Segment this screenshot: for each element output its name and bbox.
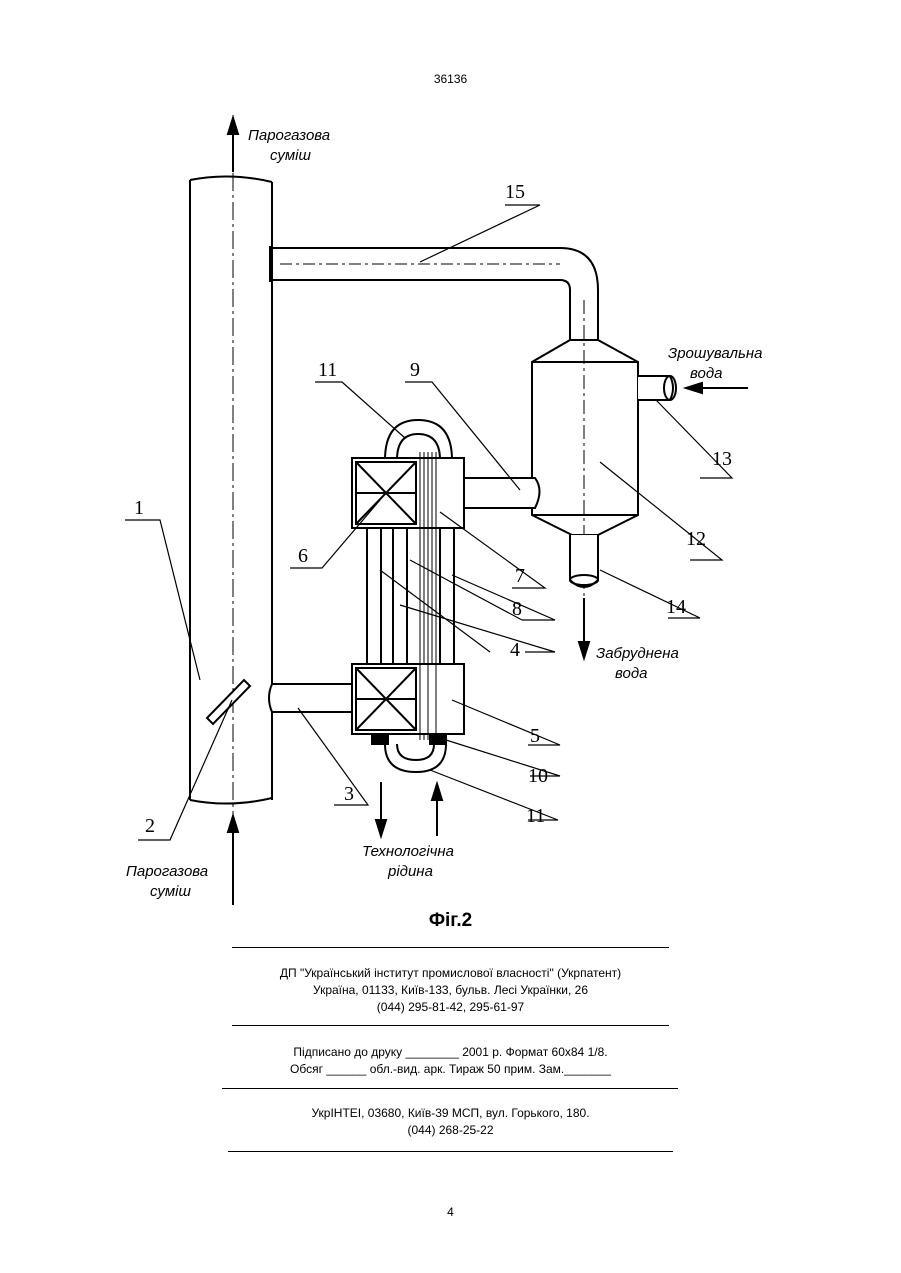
imprint-print-info: Підписано до друку ________ 2001 р. Форм… bbox=[0, 1044, 901, 1078]
label-water-in-1: Зрошувальна bbox=[668, 345, 762, 362]
label-water-out-2: вода bbox=[615, 665, 647, 682]
pipe-9 bbox=[462, 478, 540, 508]
imprint-line-7: (044) 268-25-22 bbox=[0, 1122, 901, 1139]
imprint-line-5: Обсяг ______ обл.-вид. арк. Тираж 50 при… bbox=[0, 1061, 901, 1078]
label-7: 7 bbox=[515, 565, 525, 587]
imprint-line-6: УкрІНТЕІ, 03680, Київ-39 МСП, вул. Горьк… bbox=[0, 1105, 901, 1122]
label-3: 3 bbox=[344, 783, 354, 805]
imprint-line-4: Підписано до друку ________ 2001 р. Форм… bbox=[0, 1044, 901, 1061]
imprint-line-3: (044) 295-81-42, 295-61-97 bbox=[0, 999, 901, 1016]
label-gas-bottom-2: суміш bbox=[150, 883, 191, 900]
label-11-top: 11 bbox=[318, 359, 337, 381]
imprint-line-1: ДП "Український інститут промислової вла… bbox=[0, 965, 901, 982]
pipe-3 bbox=[269, 684, 352, 712]
label-12: 12 bbox=[686, 528, 706, 550]
main-column bbox=[190, 115, 272, 905]
label-1: 1 bbox=[134, 497, 144, 519]
label-6: 6 bbox=[298, 545, 308, 567]
divider bbox=[232, 947, 669, 948]
label-gas-bottom-1: Парогазова bbox=[126, 863, 208, 880]
label-14: 14 bbox=[666, 596, 686, 618]
flow-arrow-bottom bbox=[228, 816, 238, 905]
label-liquid-1: Технологічна bbox=[362, 843, 454, 860]
arrow-water-in bbox=[686, 383, 748, 393]
divider bbox=[222, 1088, 678, 1089]
figure-caption: Фіг.2 bbox=[0, 910, 901, 932]
heat-exchanger bbox=[352, 420, 464, 772]
arrow-liquid-out bbox=[376, 782, 386, 836]
label-water-in-2: вода bbox=[690, 365, 722, 382]
arrow-liquid-in bbox=[432, 784, 442, 836]
patent-figure: 1 2 3 4 5 6 7 8 9 10 11 11 12 13 14 15 П… bbox=[0, 0, 901, 910]
label-15: 15 bbox=[505, 181, 525, 203]
imprint-printer: УкрІНТЕІ, 03680, Київ-39 МСП, вул. Горьк… bbox=[0, 1105, 901, 1139]
label-2: 2 bbox=[145, 815, 155, 837]
label-10: 10 bbox=[528, 765, 548, 787]
divider bbox=[232, 1025, 669, 1026]
pipe-15 bbox=[270, 246, 598, 340]
arrow-water-out bbox=[579, 598, 589, 658]
label-8: 8 bbox=[512, 598, 522, 620]
label-liquid-2: рідина bbox=[387, 863, 433, 880]
label-9: 9 bbox=[410, 359, 420, 381]
label-5: 5 bbox=[530, 725, 540, 747]
label-water-out-1: Забруднена bbox=[596, 645, 679, 662]
flow-arrow-top bbox=[228, 118, 238, 172]
label-13: 13 bbox=[712, 448, 732, 470]
scrubber-12 bbox=[532, 300, 676, 600]
divider bbox=[228, 1151, 673, 1152]
label-11-bottom: 11 bbox=[526, 805, 545, 827]
imprint-line-2: Україна, 01133, Київ-133, бульв. Лесі Ук… bbox=[0, 982, 901, 999]
label-4: 4 bbox=[510, 639, 520, 661]
page-number-bottom: 4 bbox=[0, 1205, 901, 1219]
imprint-publisher: ДП "Український інститут промислової вла… bbox=[0, 965, 901, 1016]
label-gas-top-2: суміш bbox=[270, 147, 311, 164]
label-gas-top-1: Парогазова bbox=[248, 127, 330, 144]
damper bbox=[207, 680, 250, 724]
